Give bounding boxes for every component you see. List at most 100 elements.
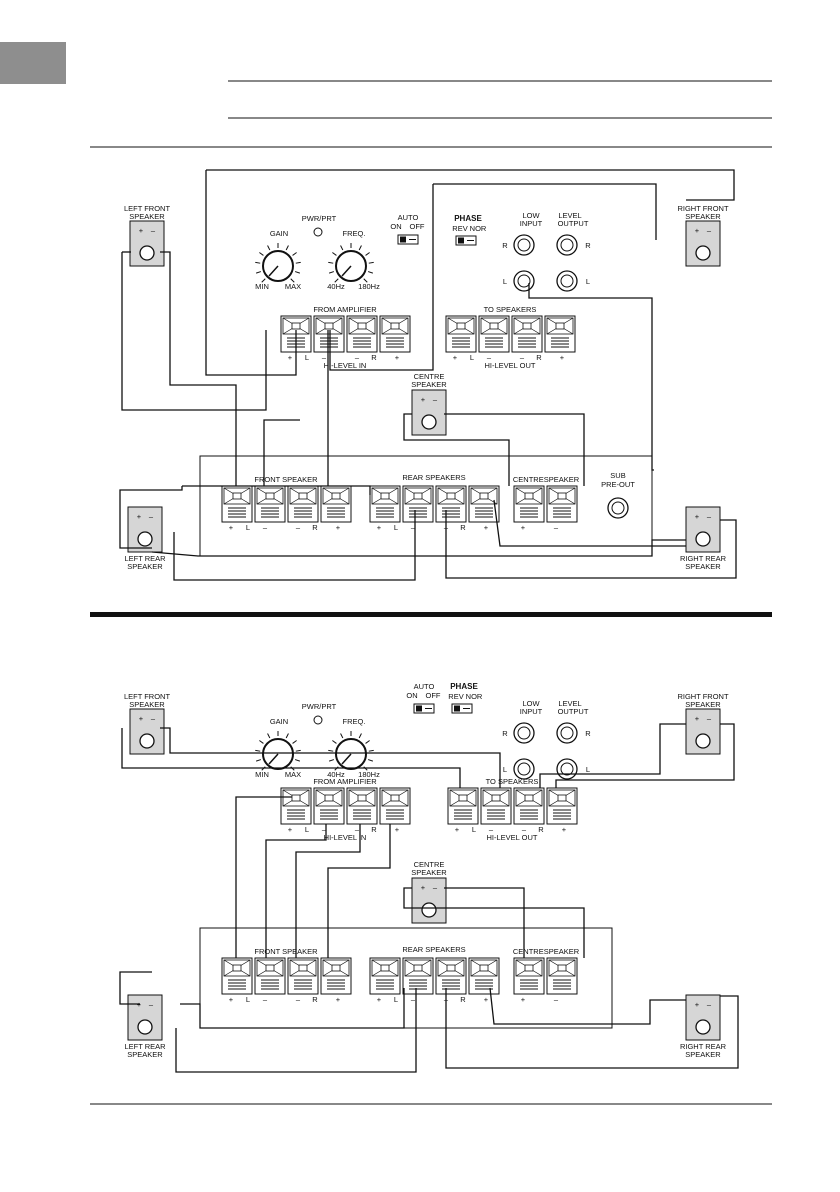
wire <box>528 283 654 471</box>
terminal-mark: R <box>536 353 542 362</box>
terminal[interactable] <box>544 315 576 353</box>
centre-speaker: +– <box>411 389 447 436</box>
gain-min-label: MIN <box>255 282 269 291</box>
terminal[interactable] <box>435 485 467 523</box>
terminal[interactable] <box>369 957 401 995</box>
terminal[interactable] <box>546 485 578 523</box>
output-r-label: R <box>585 241 591 250</box>
wire <box>119 486 183 549</box>
terminal[interactable] <box>346 787 378 825</box>
left-front-speaker-label: SPEAKER <box>129 700 165 709</box>
terminal-mark: R <box>371 825 377 834</box>
terminal-mark: R <box>312 523 318 532</box>
terminal[interactable] <box>511 315 543 353</box>
right-rear-speaker: +– <box>685 994 721 1041</box>
low-input-l-jack[interactable] <box>513 758 535 780</box>
terminal-mark: – <box>296 995 301 1004</box>
wire <box>151 539 686 557</box>
terminal[interactable] <box>320 485 352 523</box>
terminal[interactable] <box>320 957 352 995</box>
hi-level-out-block[interactable] <box>445 315 576 353</box>
terminal-mark: – <box>411 523 416 532</box>
low-output-l-jack[interactable] <box>556 758 578 780</box>
terminal[interactable] <box>480 787 512 825</box>
auto-switch[interactable] <box>397 234 419 245</box>
terminal-mark: L <box>470 353 474 362</box>
front-speaker-block[interactable] <box>221 485 352 523</box>
right-rear-speaker: +– <box>685 506 721 553</box>
low-input-r-jack[interactable] <box>513 234 535 256</box>
terminal-mark: + <box>288 825 293 834</box>
freq-knob[interactable] <box>328 731 374 771</box>
terminal-minus: – <box>149 512 154 521</box>
terminal-mark: – <box>263 523 268 532</box>
front-speaker-block[interactable] <box>221 957 352 995</box>
left-rear-speaker-label: SPEAKER <box>127 562 163 571</box>
to-speakers-label: TO SPEAKERS <box>486 777 539 786</box>
terminal-minus: – <box>151 226 156 235</box>
input-r-label: R <box>502 729 508 738</box>
terminal-mark: + <box>484 523 489 532</box>
terminal[interactable] <box>280 787 312 825</box>
terminal-minus: – <box>707 512 712 521</box>
low-input-l-jack[interactable] <box>513 270 535 292</box>
centre-speaker-block[interactable] <box>513 957 578 995</box>
terminal-minus: – <box>433 395 438 404</box>
rear-speakers-block[interactable] <box>369 957 500 995</box>
terminal[interactable] <box>287 485 319 523</box>
terminal[interactable] <box>402 485 434 523</box>
terminal[interactable] <box>447 787 479 825</box>
phase-switch[interactable] <box>455 235 477 246</box>
wire <box>555 723 735 788</box>
auto-switch[interactable] <box>413 703 435 714</box>
phase-label: PHASE <box>450 682 478 691</box>
centre-speaker-block[interactable] <box>513 485 578 523</box>
terminal[interactable] <box>313 787 345 825</box>
terminal[interactable] <box>254 957 286 995</box>
terminal[interactable] <box>445 315 477 353</box>
terminal[interactable] <box>513 787 545 825</box>
terminal[interactable] <box>369 485 401 523</box>
from-amplifier-label: FROM AMPLIFIER <box>313 305 377 314</box>
low-output-r-jack[interactable] <box>556 234 578 256</box>
terminal[interactable] <box>468 957 500 995</box>
hi-level-in-block[interactable] <box>280 315 411 353</box>
terminal[interactable] <box>287 957 319 995</box>
terminal[interactable] <box>313 315 345 353</box>
terminal[interactable] <box>546 787 578 825</box>
right-rear-speaker-label: RIGHT REAR <box>680 1042 727 1051</box>
phase-switch[interactable] <box>451 703 473 714</box>
low-output-r-jack[interactable] <box>556 722 578 744</box>
terminal[interactable] <box>254 485 286 523</box>
gain-knob[interactable] <box>255 243 301 283</box>
terminal[interactable] <box>402 957 434 995</box>
terminal[interactable] <box>546 957 578 995</box>
terminal[interactable] <box>478 315 510 353</box>
output-r-label: R <box>585 729 591 738</box>
phase-rev-label: REV <box>448 692 463 701</box>
terminal[interactable] <box>346 315 378 353</box>
sub-pre-out-jack[interactable] <box>607 497 629 519</box>
to-speakers-label: TO SPEAKERS <box>484 305 537 314</box>
hi-level-out-block[interactable] <box>447 787 578 825</box>
speaker-cone <box>421 902 437 918</box>
freq-knob[interactable] <box>328 243 374 283</box>
right-front-speaker: +– <box>685 708 721 755</box>
right-front-speaker-label: SPEAKER <box>685 700 721 709</box>
terminal[interactable] <box>221 957 253 995</box>
rear-speakers-block[interactable] <box>369 485 500 523</box>
terminal-plus: + <box>137 512 142 521</box>
terminal[interactable] <box>513 957 545 995</box>
hi-level-in-block[interactable] <box>280 787 411 825</box>
wire <box>403 887 585 958</box>
terminal[interactable] <box>435 957 467 995</box>
terminal[interactable] <box>513 485 545 523</box>
terminal[interactable] <box>379 787 411 825</box>
speaker-cone <box>137 1019 153 1035</box>
terminal[interactable] <box>221 485 253 523</box>
speaker-cone <box>695 1019 711 1035</box>
low-output-l-jack[interactable] <box>556 270 578 292</box>
gain-knob[interactable] <box>255 731 301 771</box>
low-input-r-jack[interactable] <box>513 722 535 744</box>
terminal[interactable] <box>379 315 411 353</box>
